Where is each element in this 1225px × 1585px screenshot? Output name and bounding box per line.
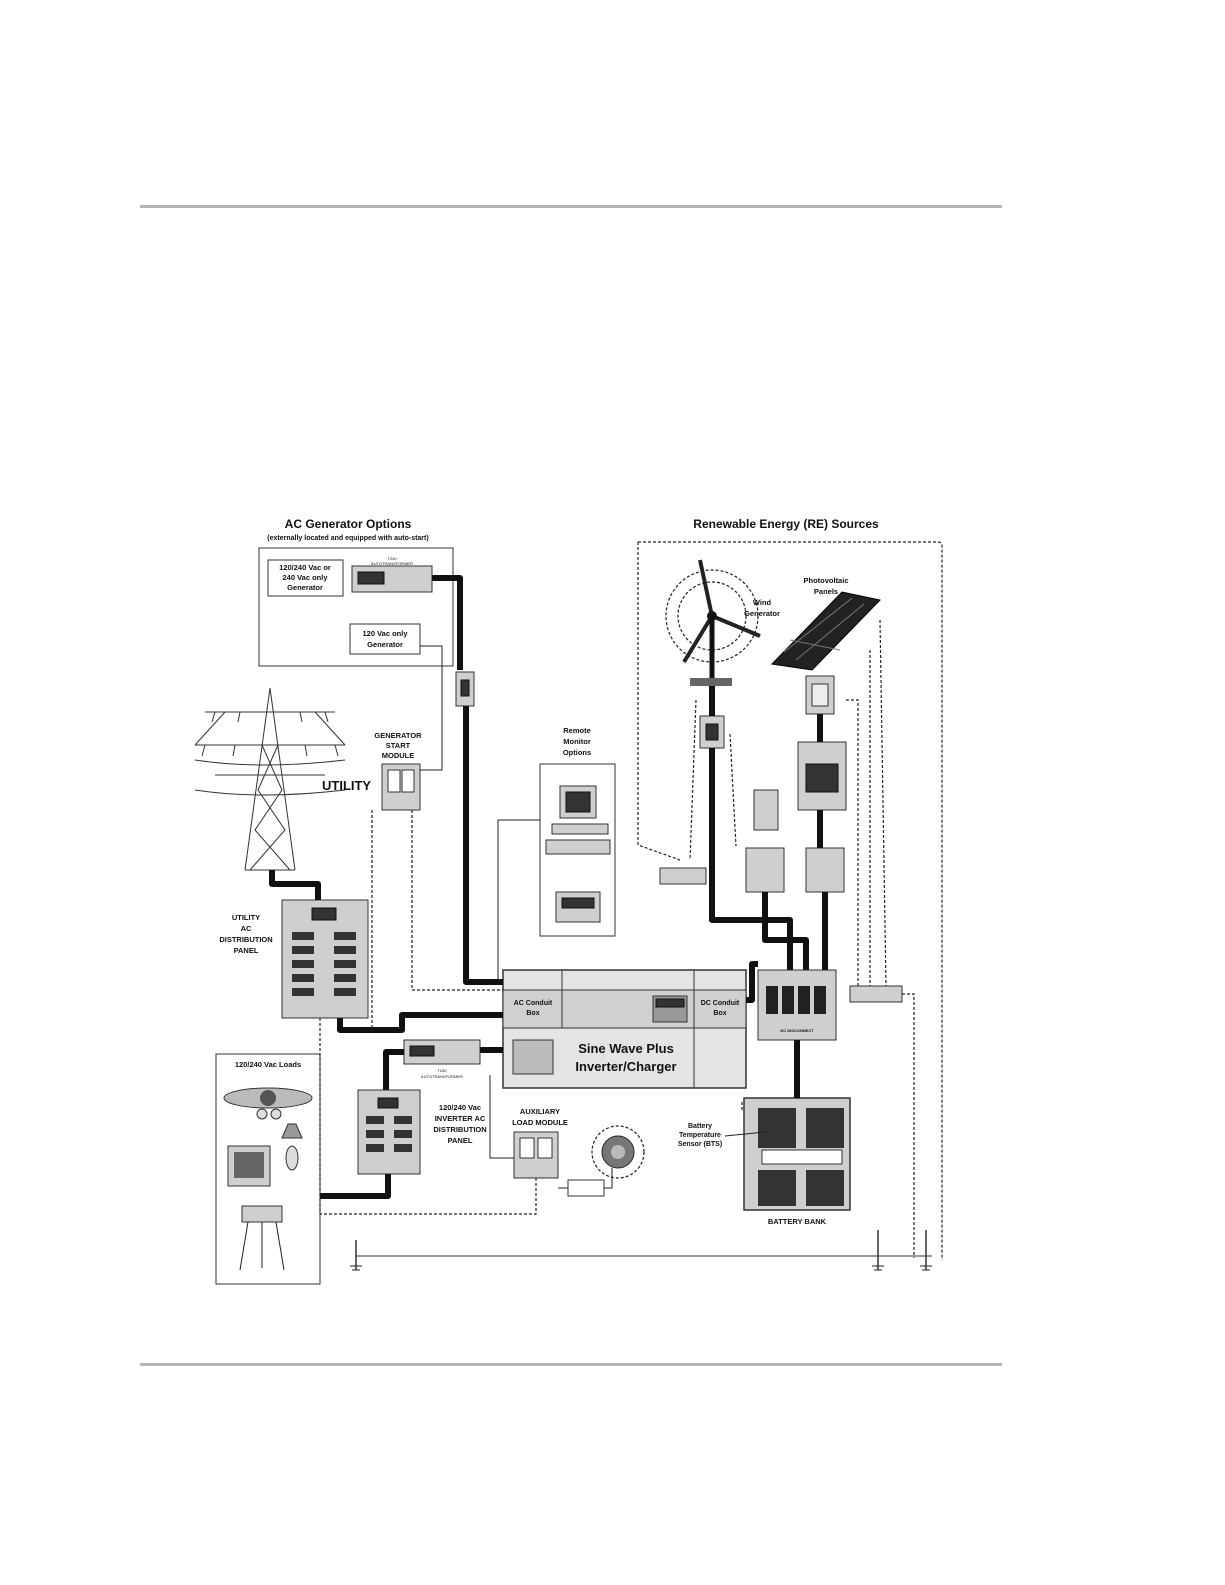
- re-title: Renewable Energy (RE) Sources: [693, 517, 879, 531]
- generator-240-label-3: Generator: [287, 583, 323, 592]
- battery-bank-label: BATTERY BANK: [768, 1217, 827, 1226]
- inverter-ac-distribution-panel: 120/240 Vac INVERTER AC DISTRIBUTION PAN…: [357, 1089, 487, 1175]
- footer-rule: [140, 1363, 1002, 1366]
- ac-loads: 120/240 Vac Loads: [215, 1053, 321, 1285]
- aux-label-1: AUXILIARY: [520, 1107, 560, 1116]
- renewable-energy-sources: Renewable Energy (RE) Sources Wind Gener…: [637, 517, 943, 1260]
- conductors: [269, 575, 828, 1199]
- generator-start-module: GENERATOR START MODULE: [374, 731, 422, 811]
- t240-inverter-label: T240: [437, 1068, 447, 1073]
- dc-ground-bar: [849, 985, 903, 1003]
- signal-relay: [567, 1179, 605, 1197]
- ac-generator-subtitle: (externally located and equipped with au…: [267, 535, 428, 542]
- utility-ac-distribution-panel: UTILITY AC DISTRIBUTION PANEL: [219, 899, 369, 1019]
- dc-conduit-label-2: Box: [713, 1010, 726, 1017]
- utility-tower: UTILITY: [194, 687, 371, 871]
- inverter-title-2: Inverter/Charger: [575, 1059, 676, 1074]
- generator-240-label-1: 120/240 Vac or: [279, 563, 331, 572]
- lamp: [281, 1123, 303, 1171]
- dc-conduit-label-1: DC Conduit: [701, 1000, 740, 1007]
- generator-120-label-1: 120 Vac only: [362, 629, 408, 638]
- iacdp-label-1: 120/240 Vac: [439, 1103, 481, 1112]
- gsm-label-3: MODULE: [382, 751, 415, 760]
- ac-conduit-label-2: Box: [526, 1010, 539, 1017]
- generator-240-label-2: 240 Vac only: [282, 573, 328, 582]
- bts-label-3: Sensor (BTS): [678, 1141, 722, 1148]
- gsm-label-1: GENERATOR: [374, 731, 422, 740]
- header-rule: [140, 205, 1002, 208]
- bts-label-2: Temperature: [679, 1132, 721, 1139]
- remote-monitor-options: Remote Monitor Options: [539, 726, 616, 937]
- remote-label-1: Remote: [563, 726, 591, 735]
- computer-base: [551, 823, 609, 835]
- t240-generator-label: T240: [387, 556, 397, 561]
- dc-disconnect-label: DC DISCONNECT: [780, 1028, 814, 1033]
- wind-generator: Wind Generator: [665, 559, 780, 686]
- photovoltaic-panels: Photovoltaic Panels: [770, 576, 881, 715]
- dc-disconnect: DC DISCONNECT: [757, 969, 837, 1041]
- inverter-charger: AC Conduit Box DC Conduit Box Sine Wave …: [502, 969, 747, 1089]
- uacdp-label-2: AC: [241, 924, 252, 933]
- grill: [239, 1205, 285, 1271]
- bts-label-1: Battery: [688, 1123, 712, 1130]
- pv-charge-controller: [805, 847, 845, 893]
- remote-label-3: Options: [563, 748, 591, 757]
- gsm-label-2: START: [386, 741, 411, 750]
- inverter-title-1: Sine Wave Plus: [578, 1041, 674, 1056]
- auxiliary-load-module: AUXILIARY LOAD MODULE: [512, 1107, 645, 1197]
- ac-conduit-label-1: AC Conduit: [514, 1000, 553, 1007]
- t240-inverter-sublabel: AUTOTRANSFORMER: [421, 1074, 463, 1079]
- wind-label-1: Wind: [753, 598, 772, 607]
- iacdp-label-4: PANEL: [448, 1136, 473, 1145]
- uacdp-label-1: UTILITY: [232, 913, 260, 922]
- wind-charge-controller: [745, 847, 785, 893]
- wind-label-2: Generator: [744, 609, 780, 618]
- generator-120-label-2: Generator: [367, 640, 403, 649]
- battery-bank: BATTERY BANK Battery Temperature Sensor …: [678, 1097, 851, 1226]
- dc-diversion-load: [753, 789, 779, 831]
- iacdp-label-3: DISTRIBUTION: [433, 1125, 486, 1134]
- remote-label-2: Monitor: [563, 737, 591, 746]
- ac-generator-options: AC Generator Options (externally located…: [258, 517, 454, 667]
- iacdp-label-2: INVERTER AC: [435, 1114, 486, 1123]
- television: [227, 1145, 271, 1187]
- ground-wiring: [319, 619, 932, 1271]
- pv-label-2: Panels: [814, 587, 838, 596]
- keyboard: [545, 839, 611, 855]
- pv-label-1: Photovoltaic: [803, 576, 848, 585]
- generator-240-box: [267, 559, 344, 597]
- t240-generator-meter: [357, 571, 385, 585]
- uacdp-label-4: PANEL: [234, 946, 259, 955]
- dc-ground-bus: [659, 867, 707, 885]
- ac-generator-title: AC Generator Options: [285, 517, 412, 531]
- generator-120-box: [349, 623, 421, 655]
- ceiling-fan: [223, 1087, 313, 1120]
- t240-generator-sublabel: AUTOTRANSFORMER: [371, 561, 413, 566]
- loads-label: 120/240 Vac Loads: [235, 1060, 301, 1069]
- control-wiring: [420, 645, 613, 1189]
- utility-label: UTILITY: [322, 778, 371, 793]
- inverter-breakers: [512, 1039, 554, 1075]
- uacdp-label-3: DISTRIBUTION: [219, 935, 272, 944]
- aux-label-2: LOAD MODULE: [512, 1118, 568, 1127]
